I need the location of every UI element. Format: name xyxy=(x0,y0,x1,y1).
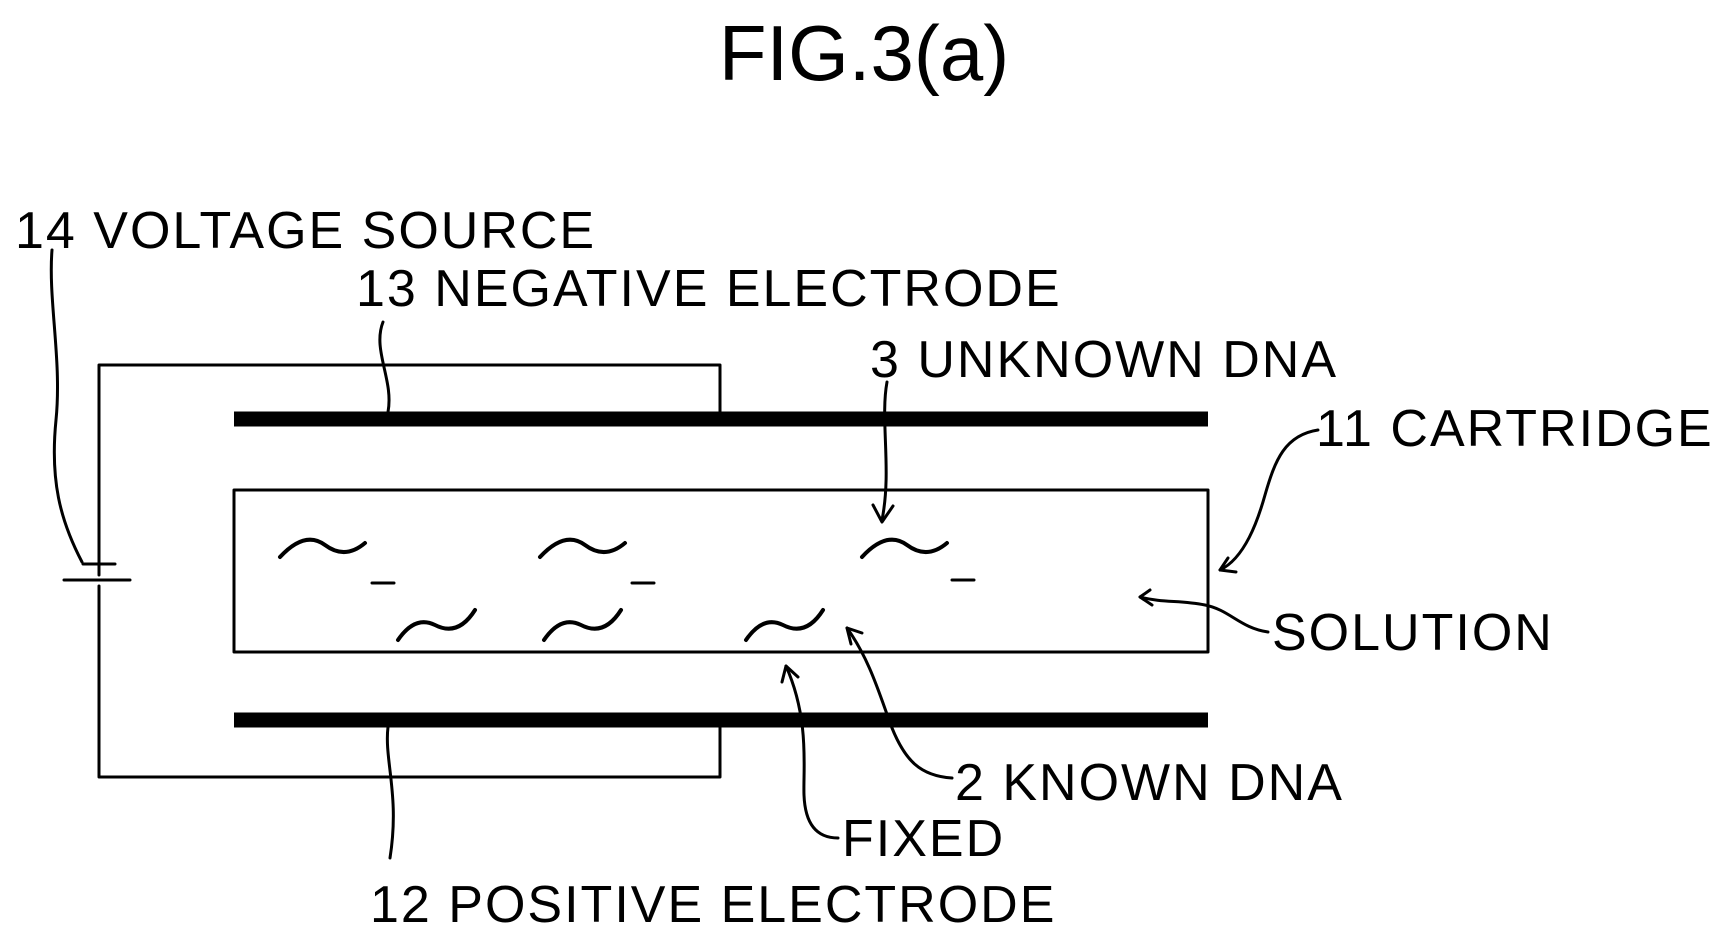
label-known-dna: 2 KNOWN DNA xyxy=(955,754,1344,812)
leader-negative-electrode xyxy=(380,322,389,412)
leader-solution xyxy=(1140,597,1268,632)
known-dna-strand xyxy=(746,610,823,640)
leader-unknown-dna xyxy=(882,382,887,520)
label-fixed: FIXED xyxy=(842,810,1005,868)
label-positive-electrode: 12 POSITIVE ELECTRODE xyxy=(370,876,1056,934)
unknown-dna-strands xyxy=(280,540,974,583)
label-cartridge: 11 CARTRIDGE xyxy=(1316,400,1714,458)
known-dna-strand xyxy=(398,610,475,640)
unknown-dna-strand xyxy=(540,540,625,557)
figure-title: FIG.3(a) xyxy=(719,9,1009,97)
known-dna-strands xyxy=(398,610,823,640)
unknown-dna-strand xyxy=(862,540,947,557)
label-voltage-source: 14 VOLTAGE SOURCE xyxy=(15,202,596,260)
circuit-wire-bottom xyxy=(99,586,720,777)
leader-voltage-source xyxy=(51,250,82,562)
label-solution: SOLUTION xyxy=(1272,604,1554,662)
unknown-dna-strand xyxy=(280,540,365,557)
label-negative-electrode: 13 NEGATIVE ELECTRODE xyxy=(356,260,1062,318)
leader-positive-electrode xyxy=(387,727,393,858)
cartridge-box xyxy=(234,490,1208,652)
leader-cartridge xyxy=(1220,430,1318,570)
known-dna-strand xyxy=(544,610,621,640)
label-unknown-dna: 3 UNKNOWN DNA xyxy=(870,331,1338,389)
leader-fixed xyxy=(786,666,838,838)
